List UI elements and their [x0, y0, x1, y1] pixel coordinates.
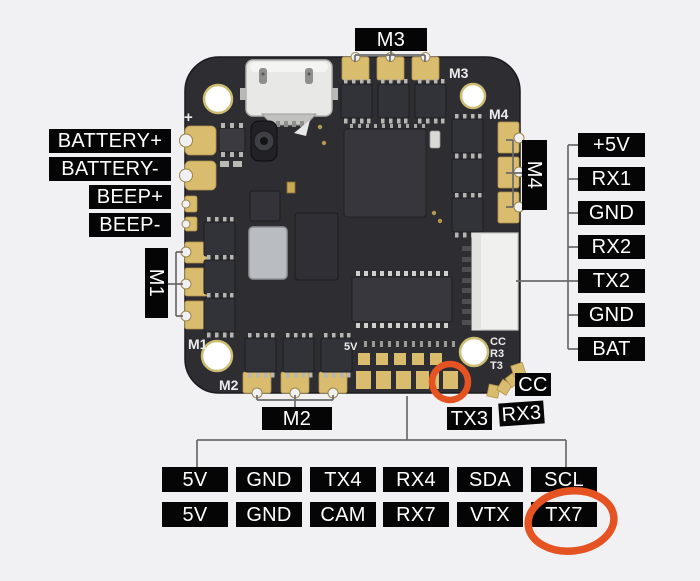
silk-m3: M3	[449, 65, 469, 81]
pin-label-gnd-1: GND	[578, 201, 645, 225]
pin-label-m1: M1	[145, 248, 168, 318]
pin-label-sda: SDA	[457, 467, 523, 492]
m3-bracket	[354, 51, 426, 62]
pin-label-rx2: RX2	[578, 235, 645, 259]
pin-label-bat: BAT	[578, 337, 645, 361]
pin-label-rx3: RX3	[498, 400, 545, 427]
m2-bracket	[256, 395, 334, 407]
mcu-chip	[343, 124, 427, 218]
pin-label-battery-minus: BATTERY-	[49, 157, 171, 181]
pin-label-plus5v: +5V	[578, 133, 645, 157]
pin-label-gnd-2: GND	[578, 303, 645, 327]
pin-label-tx4: TX4	[310, 467, 376, 492]
pin-label-m4-text: M4	[523, 160, 546, 190]
connector-lines	[168, 51, 578, 468]
pin-label-gnd-b: GND	[236, 502, 302, 527]
pin-label-cam: CAM	[310, 502, 376, 527]
pin-label-m3: M3	[355, 28, 427, 51]
pin-label-rx7: RX7	[383, 502, 449, 527]
pin-label-beep-plus: BEEP+	[89, 185, 171, 209]
usb-connector	[240, 59, 338, 127]
pin-label-vtx: VTX	[457, 502, 523, 527]
small-ic	[249, 190, 281, 222]
battery-beeper-pads	[179, 125, 217, 232]
pin-label-m4: M4	[522, 140, 547, 210]
silk-5v: 5V	[344, 341, 358, 353]
pin-label-battery-plus: BATTERY+	[49, 129, 171, 153]
pin-label-scl: SCL	[531, 467, 597, 492]
crystal	[248, 226, 288, 280]
pin-label-5v-a: 5V	[162, 467, 228, 492]
wide-ic-chip	[351, 271, 455, 347]
pin-label-m1-text: M1	[145, 268, 168, 298]
pin-label-rx4: RX4	[383, 467, 449, 492]
pin-label-tx7: TX7	[531, 502, 597, 527]
silk-m1: M1	[188, 336, 208, 352]
pin-label-5v-b: 5V	[162, 502, 228, 527]
m1-bracket	[168, 251, 183, 317]
silk-m4: M4	[489, 106, 509, 122]
silk-cc: CC	[490, 336, 506, 348]
gyro-chip	[294, 212, 339, 281]
orientation-arrow-icon	[294, 120, 310, 136]
m4-bracket	[506, 139, 522, 208]
silk-r3: R3	[490, 348, 504, 360]
bottom-bracket	[196, 396, 567, 468]
pin-label-gnd-a: GND	[236, 467, 302, 492]
pin-label-tx2: TX2	[578, 269, 645, 293]
pin-label-cc: CC	[515, 373, 551, 396]
silk-m2: M2	[219, 377, 239, 393]
right-bus	[516, 144, 578, 350]
silk-plus: +	[184, 109, 193, 126]
m3-pads	[341, 52, 440, 81]
silk-t3: T3	[490, 360, 503, 372]
jst-connector	[462, 232, 519, 331]
pin-label-rx1: RX1	[578, 167, 645, 191]
pin-label-m2: M2	[262, 407, 332, 430]
pin-label-tx3: TX3	[447, 407, 492, 430]
silkscreen-text: M3 M4 M1 M2 5V CC R3 T3 +	[184, 65, 509, 393]
m1-pads	[180, 241, 209, 330]
mounting-holes	[200, 82, 490, 373]
pin-label-beep-minus: BEEP-	[89, 213, 171, 237]
boot-button	[250, 120, 278, 162]
